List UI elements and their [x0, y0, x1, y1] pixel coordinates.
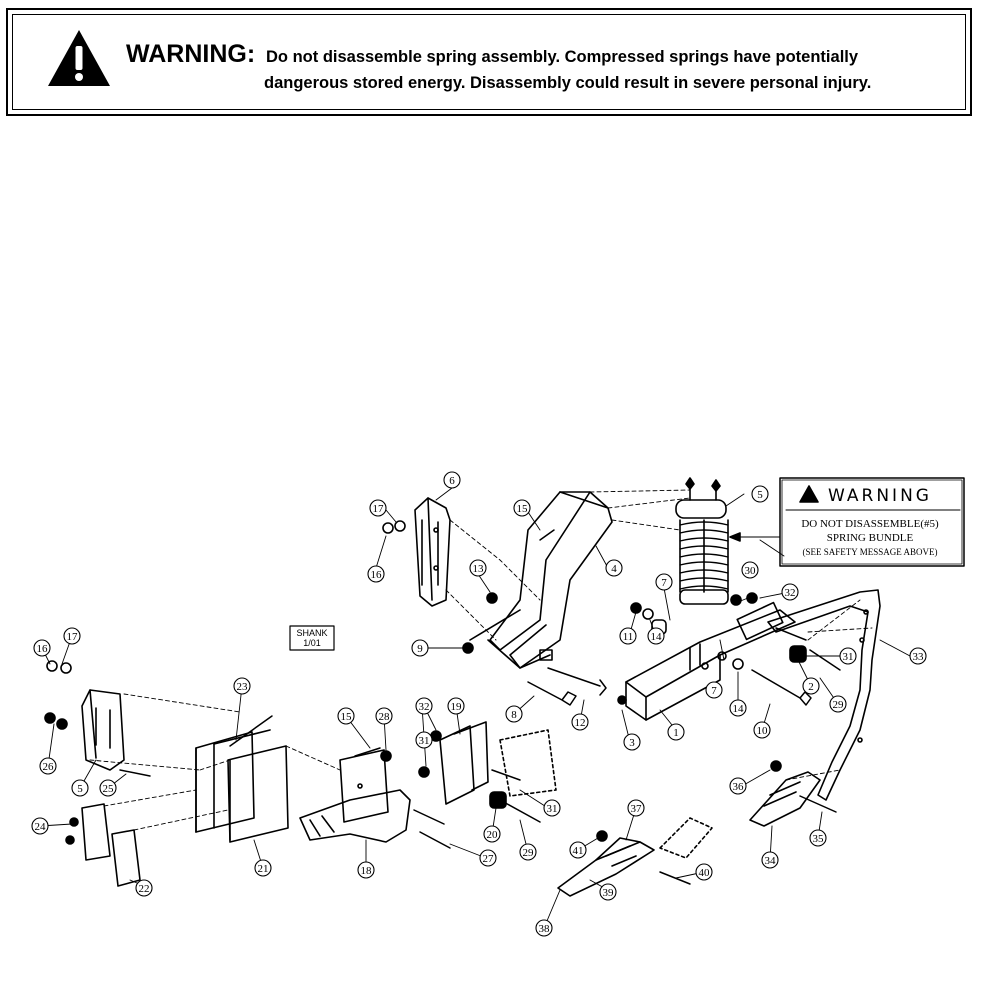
callout-17a: 17	[373, 503, 385, 515]
callout-15b: 15	[341, 711, 353, 723]
callout-24: 24	[35, 821, 47, 833]
callout-3: 3	[629, 737, 635, 749]
sweep-assembly	[557, 817, 713, 897]
warning-triangle-icon	[48, 30, 110, 86]
callout-4: 4	[611, 563, 617, 575]
callout-6: 6	[449, 475, 455, 487]
callout-11: 11	[623, 631, 634, 643]
callout-16b: 16	[37, 643, 49, 655]
warning-text-line-2: dangerous stored energy. Disassembly cou…	[264, 74, 872, 92]
callout-32a: 32	[419, 701, 430, 713]
leader-lines	[89, 489, 873, 831]
callout-14a: 14	[651, 631, 663, 643]
callout-20: 20	[487, 829, 499, 841]
decal-warning-icon	[799, 485, 819, 503]
callout-19: 19	[451, 701, 463, 713]
callout-5b: 5	[77, 783, 83, 795]
callout-numbers: 1 2 3 4 5 5 6 7 7 8 9 10 11 12 13 14 14 …	[35, 475, 925, 935]
callout-29b: 29	[523, 847, 535, 859]
spring-bundle	[675, 477, 729, 605]
callout-28: 28	[379, 711, 391, 723]
callout-37: 37	[631, 803, 643, 815]
callout-9: 9	[417, 643, 423, 655]
callout-36: 36	[733, 781, 745, 793]
callout-39: 39	[603, 887, 615, 899]
callout-22: 22	[139, 883, 150, 895]
callout-26: 26	[43, 761, 55, 773]
decal-title: WARNING	[828, 486, 932, 506]
shank-plate: SHANK 1/01	[289, 625, 335, 651]
shank-point	[749, 771, 821, 827]
callout-31a: 31	[843, 651, 854, 663]
callout-31b: 31	[419, 735, 430, 747]
main-beam	[625, 601, 796, 721]
backing-plates	[81, 803, 141, 887]
warning-text-line-1: Do not disassemble spring assembly. Comp…	[266, 48, 859, 66]
callout-33: 33	[913, 651, 925, 663]
callout-40: 40	[699, 867, 711, 879]
callout-7b: 7	[711, 685, 717, 697]
decal-line-3: (SEE SAFETY MESSAGE ABOVE)	[803, 547, 938, 557]
decal-line-2: SPRING BUNDLE	[827, 532, 914, 544]
callout-29a: 29	[833, 699, 845, 711]
callout-1: 1	[673, 727, 679, 739]
callout-34: 34	[765, 855, 777, 867]
callout-15a: 15	[517, 503, 529, 515]
callout-32b: 32	[785, 587, 796, 599]
mount-bracket-upper	[414, 497, 451, 607]
decal-pointer-arrow-icon	[729, 532, 741, 542]
curved-shank	[767, 589, 881, 801]
lower-bracket	[439, 721, 557, 805]
mount-bracket-left	[81, 689, 125, 771]
callout-18: 18	[361, 865, 373, 877]
decal-line-1: DO NOT DISASSEMBLE(#5)	[801, 518, 939, 530]
callout-10: 10	[757, 725, 769, 737]
bolts	[119, 529, 841, 885]
hardware-nuts	[44, 520, 807, 845]
callout-30: 30	[745, 565, 757, 577]
plate-line-1: SHANK	[296, 628, 327, 638]
callout-21: 21	[258, 863, 269, 875]
callout-17b: 17	[67, 631, 79, 643]
callout-13: 13	[473, 563, 485, 575]
callout-circles	[31, 471, 927, 937]
warning-label: WARNING:	[126, 40, 256, 68]
callout-31c: 31	[547, 803, 558, 815]
hinge-bracket	[299, 749, 411, 843]
callout-2: 2	[808, 681, 814, 693]
warning-banner-inner-border	[12, 14, 966, 110]
warning-banner: WARNING: Do not disassemble spring assem…	[6, 8, 972, 116]
callout-38: 38	[539, 923, 551, 935]
callout-12: 12	[575, 717, 586, 729]
warning-decal: WARNING DO NOT DISASSEMBLE(#5) SPRING BU…	[729, 477, 965, 567]
callout-41: 41	[573, 845, 584, 857]
shank-frame	[469, 491, 613, 669]
plate-line-2: 1/01	[303, 638, 321, 648]
callout-7a: 7	[661, 577, 667, 589]
clamp-plates	[195, 729, 289, 843]
callout-27: 27	[483, 853, 495, 865]
callout-23: 23	[237, 681, 249, 693]
callout-16a: 16	[371, 569, 383, 581]
callout-35: 35	[813, 833, 825, 845]
callout-14b: 14	[733, 703, 745, 715]
callout-25: 25	[103, 783, 115, 795]
callout-8: 8	[511, 709, 517, 721]
callout-5a: 5	[757, 489, 763, 501]
